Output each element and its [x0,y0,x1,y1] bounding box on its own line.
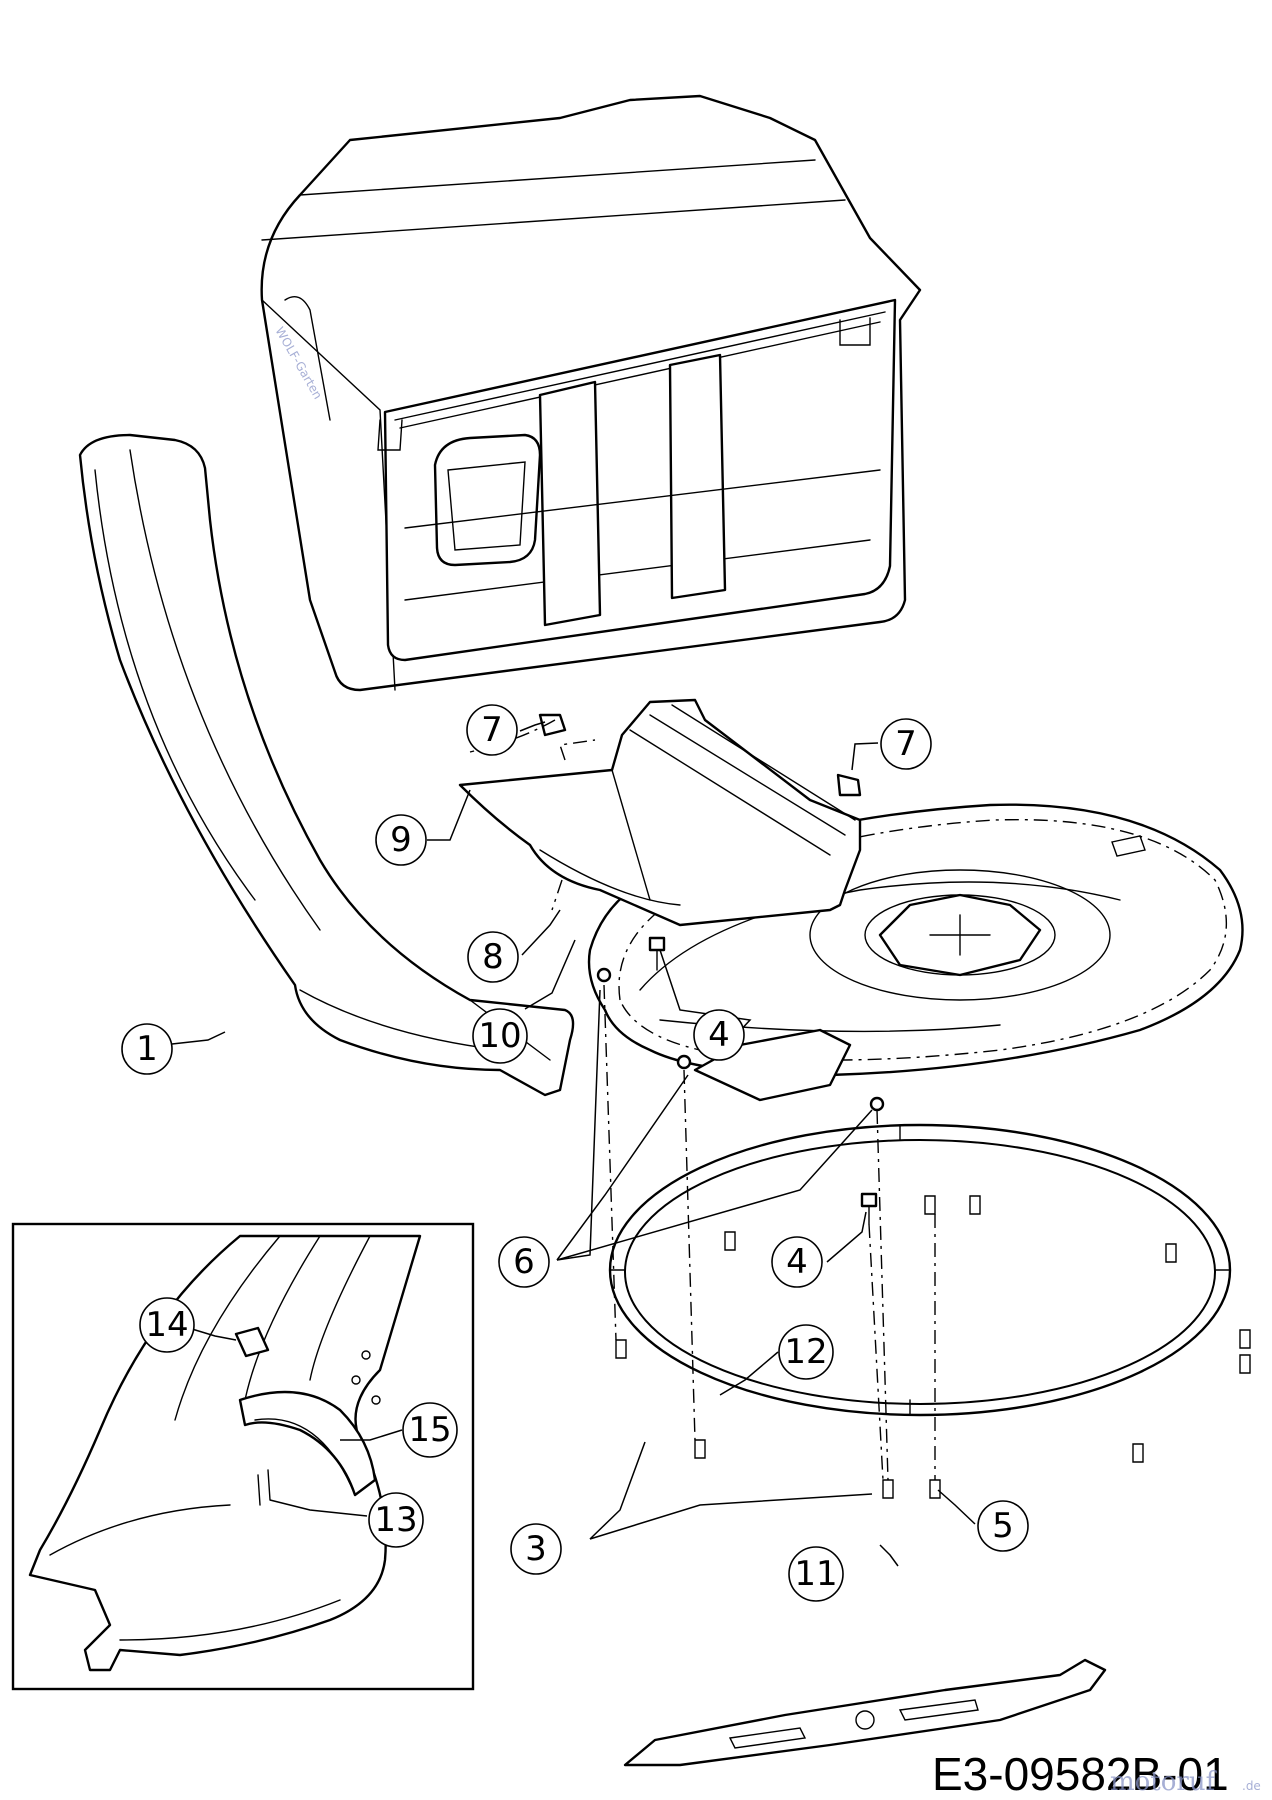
assembly-lines [469,719,936,1481]
discharge-chute [78,433,575,1097]
watermark-suffix: .de [1242,1779,1261,1793]
callout-10: 10 [472,1008,528,1064]
callout-13: 13 [368,1492,424,1548]
svg-text:15: 15 [408,1410,451,1450]
svg-text:11: 11 [794,1554,837,1594]
callout-11: 11 [788,1546,844,1602]
callout-3: 3 [510,1523,562,1575]
callout-8: 8 [467,931,519,983]
svg-text:6: 6 [513,1242,535,1282]
callout-5: 5 [977,1500,1029,1552]
svg-text:5: 5 [992,1506,1014,1546]
skirt-ring [608,1123,1232,1417]
callout-12: 12 [778,1324,834,1380]
svg-text:3: 3 [525,1529,547,1569]
mulch-deflector [458,698,862,927]
mower-blade [623,1658,1107,1767]
callout-15: 15 [402,1402,458,1458]
callout-4-lower: 4 [771,1236,823,1288]
detail-inset [11,1222,475,1691]
callout-6: 6 [498,1236,550,1288]
svg-text:1: 1 [136,1029,158,1069]
watermark-brand: motoruf [1110,1767,1218,1797]
callout-9: 9 [375,814,427,866]
drawing-code: E3-09582B-01 [932,1748,1229,1800]
svg-text:4: 4 [786,1242,808,1282]
callout-1: 1 [121,1023,173,1075]
svg-text:14: 14 [145,1305,188,1345]
svg-text:12: 12 [784,1332,827,1372]
callout-7-left: 7 [466,704,518,756]
callout-4-upper: 4 [693,1009,745,1061]
svg-text:8: 8 [482,937,504,977]
callout-14: 14 [139,1297,195,1353]
callout-leaders [171,721,976,1567]
svg-text:9: 9 [390,820,412,860]
svg-text:13: 13 [374,1500,417,1540]
svg-text:4: 4 [708,1015,730,1055]
svg-text:10: 10 [478,1016,521,1056]
callout-7-right: 7 [880,718,932,770]
svg-text:7: 7 [895,724,917,764]
grass-catcher-bag: WOLF-Garten [260,94,922,692]
svg-text:7: 7 [481,710,503,750]
